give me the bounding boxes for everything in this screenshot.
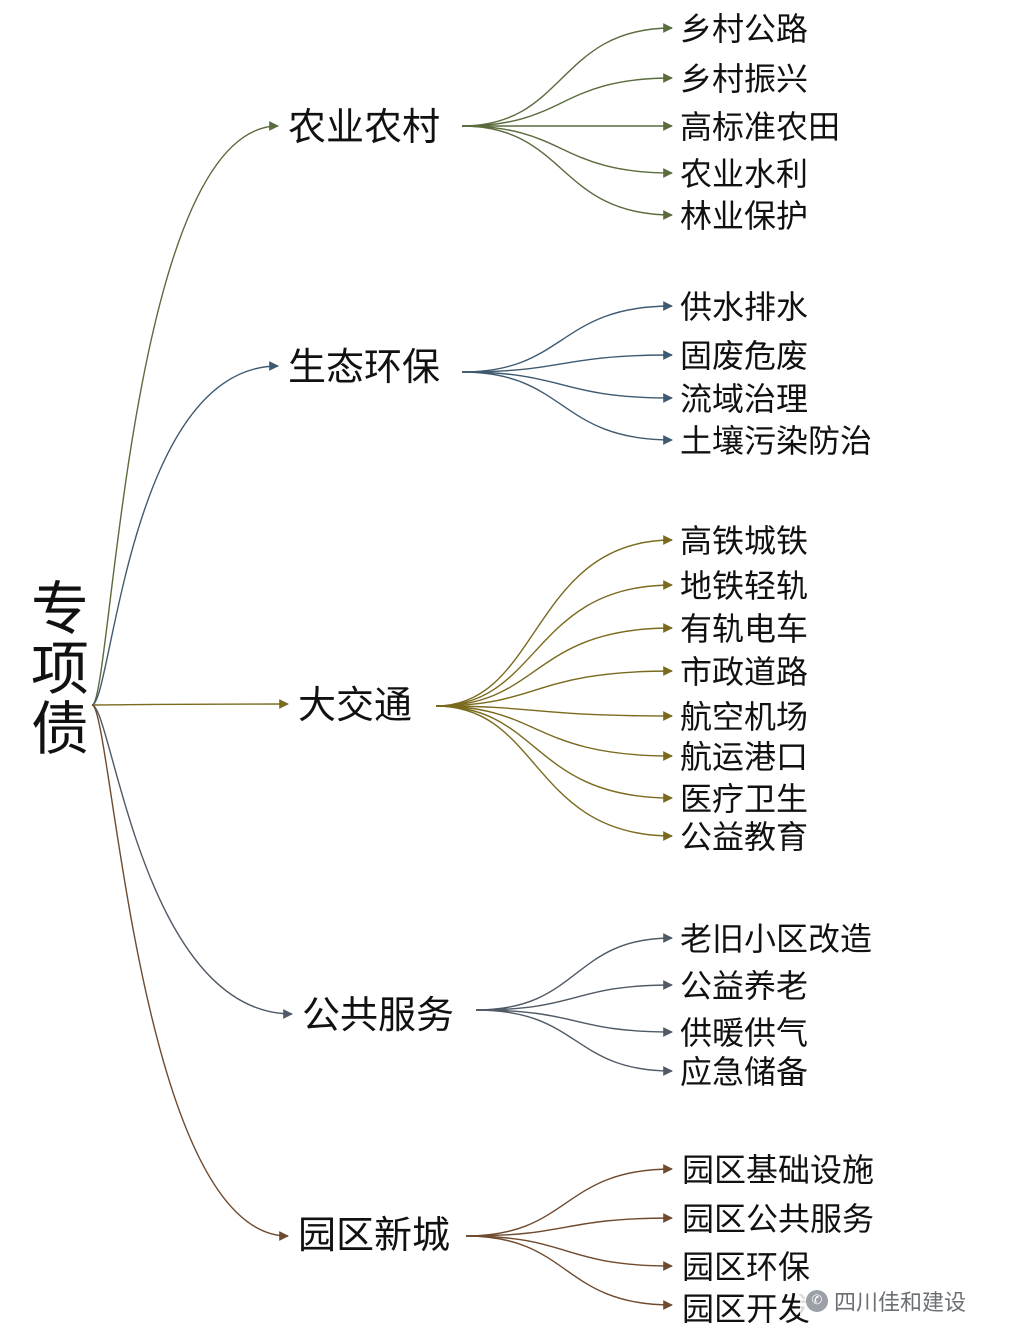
- leaf-node: 园区公共服务: [682, 1200, 875, 1238]
- branch-node-park: 园区新城: [298, 1213, 451, 1257]
- leaf-node: 航空机场: [680, 698, 809, 736]
- wechat-icon: ✆: [806, 1290, 828, 1312]
- leaf-node: 园区基础设施: [682, 1151, 875, 1189]
- branch-to-leaf-connector: [435, 705, 673, 803]
- leaf-node: 林业保护: [680, 197, 809, 235]
- root-to-branch-connector: [91, 121, 279, 706]
- leaf-node: 老旧小区改造: [680, 920, 873, 958]
- branch-to-leaf-connector: [435, 623, 673, 707]
- leaf-node: 高标准农田: [680, 108, 841, 146]
- leaf-node: 园区开发: [682, 1290, 811, 1328]
- branch-to-leaf-connector: [461, 125, 673, 178]
- leaf-node: 乡村振兴: [680, 60, 809, 98]
- watermark-text: 四川佳和建设: [834, 1291, 967, 1316]
- branch-to-leaf-connector: [461, 23, 673, 127]
- leaf-node: 航运港口: [680, 738, 809, 776]
- watermark: ✆ 四川佳和建设: [800, 1287, 973, 1316]
- branch-to-leaf-connector: [461, 350, 673, 373]
- leaf-node: 高铁城铁: [680, 522, 809, 560]
- branch-to-leaf-connector: [435, 666, 673, 707]
- branch-to-leaf-connector: [435, 580, 673, 707]
- leaf-node: 供暖供气: [680, 1014, 809, 1052]
- branch-node-agriculture: 农业农村: [288, 105, 441, 149]
- branch-to-leaf-connector: [465, 1235, 673, 1310]
- branch-node-ecology: 生态环保: [288, 345, 441, 389]
- leaf-node: 供水排水: [680, 288, 809, 326]
- branch-node-public-service: 公共服务: [302, 993, 455, 1037]
- leaf-node: 医疗卫生: [680, 780, 809, 818]
- root-to-branch-connector: [91, 699, 289, 709]
- root-to-branch-connector: [91, 704, 293, 1019]
- leaf-node: 土壤污染防治: [680, 422, 873, 460]
- leaf-node: 公益教育: [680, 818, 809, 856]
- leaf-node: 公益养老: [680, 967, 809, 1005]
- connector-lines: [91, 23, 673, 1310]
- branch-to-leaf-connector: [465, 1164, 673, 1237]
- branch-to-leaf-connector: [475, 933, 673, 1011]
- branch-to-leaf-connector: [435, 705, 673, 721]
- branch-to-leaf-connector: [465, 1213, 673, 1237]
- branch-to-leaf-connector: [435, 705, 673, 841]
- branch-to-leaf-connector: [475, 980, 673, 1011]
- root-to-branch-connector: [91, 361, 279, 706]
- branch-to-leaf-connector: [461, 301, 673, 373]
- leaf-node: 地铁轻轨: [680, 567, 809, 605]
- branch-node-transport: 大交通: [298, 683, 413, 727]
- leaf-node: 流域治理: [680, 380, 809, 418]
- branch-to-leaf-connector: [475, 1009, 673, 1076]
- leaf-node: 市政道路: [680, 653, 809, 691]
- root-node: 专项债: [21, 578, 89, 758]
- branch-to-leaf-connector: [465, 1235, 673, 1271]
- branch-to-leaf-connector: [461, 371, 673, 403]
- leaf-node: 应急储备: [680, 1053, 809, 1091]
- leaf-node: 园区环保: [682, 1248, 811, 1286]
- branch-to-leaf-connector: [435, 705, 673, 761]
- leaf-node: 乡村公路: [680, 10, 809, 48]
- branch-to-leaf-connector: [461, 73, 673, 127]
- root-to-branch-connector: [91, 704, 289, 1241]
- leaf-node: 农业水利: [680, 155, 809, 193]
- branch-to-leaf-connector: [475, 1009, 673, 1037]
- leaf-node: 固废危废: [680, 337, 809, 375]
- branch-to-leaf-connector: [435, 535, 673, 707]
- branch-to-leaf-connector: [461, 371, 673, 445]
- branch-to-leaf-connector: [461, 125, 673, 220]
- leaf-node: 有轨电车: [680, 610, 809, 648]
